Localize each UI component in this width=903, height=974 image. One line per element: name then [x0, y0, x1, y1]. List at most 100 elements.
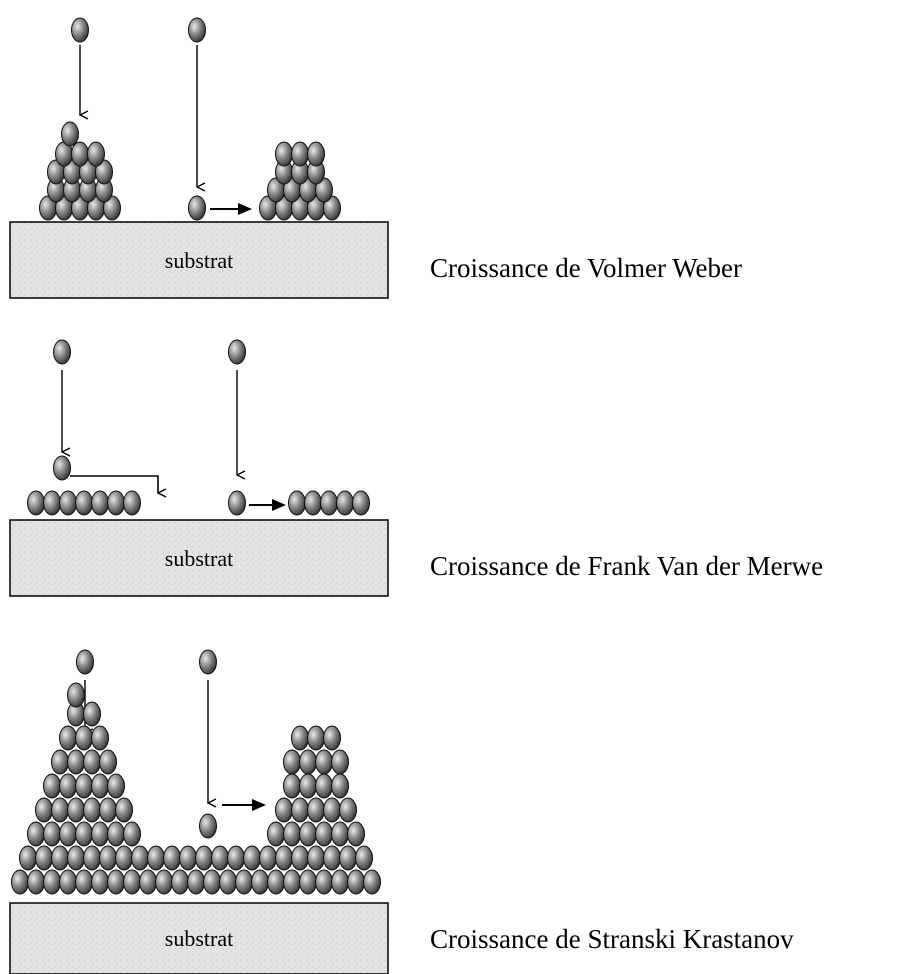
atom-icon	[123, 821, 141, 847]
atom-icon	[251, 869, 269, 895]
atom-icon	[123, 490, 141, 516]
atom-icon	[75, 869, 93, 895]
atom-icon	[315, 177, 333, 203]
substrate-block	[9, 519, 389, 597]
substrate-block	[9, 221, 389, 299]
atom-icon	[331, 821, 349, 847]
diffusion-path	[70, 475, 158, 493]
atom-icon	[19, 845, 37, 871]
atom-icon	[243, 845, 261, 871]
atom-icon	[315, 821, 333, 847]
atom-icon	[103, 195, 121, 221]
atom-icon	[299, 821, 317, 847]
atom-icon	[323, 725, 341, 751]
atom-icon	[283, 773, 301, 799]
atom-icon	[171, 869, 189, 895]
atom-icon	[259, 845, 277, 871]
panel-caption: Croissance de Frank Van der Merwe	[430, 551, 823, 581]
atom-icon	[267, 821, 285, 847]
right-arrow-icon	[249, 499, 286, 511]
atom-icon	[83, 749, 101, 775]
atom-icon	[163, 845, 181, 871]
atom-icon	[211, 845, 229, 871]
atom-icon	[304, 490, 322, 516]
atom-icon	[363, 869, 381, 895]
atom-icon	[99, 845, 117, 871]
atom-icon	[59, 773, 77, 799]
atom-icon	[323, 195, 341, 221]
atom-icon	[227, 845, 245, 871]
incoming-atom-icon	[76, 649, 94, 675]
atom-icon	[323, 845, 341, 871]
incoming-atom-icon	[199, 649, 217, 675]
atom-icon	[59, 490, 77, 516]
atom-icon	[187, 869, 205, 895]
atom-icon	[291, 141, 309, 167]
atom-icon	[71, 141, 89, 167]
atom-icon	[83, 845, 101, 871]
atom-icon	[331, 749, 349, 775]
atom-icon	[323, 797, 341, 823]
atom-icon	[235, 869, 253, 895]
atom-icon	[307, 845, 325, 871]
atom-icon	[352, 490, 370, 516]
atom-icon	[219, 869, 237, 895]
atom-icon	[275, 845, 293, 871]
atom-icon	[67, 682, 85, 708]
atom-icon	[339, 845, 357, 871]
adatom-icon	[53, 455, 71, 481]
atom-icon	[51, 797, 69, 823]
atom-icon	[283, 749, 301, 775]
atom-icon	[203, 869, 221, 895]
atom-icon	[107, 821, 125, 847]
atom-icon	[315, 869, 333, 895]
atom-icon	[107, 869, 125, 895]
panel-caption: Croissance de Stranski Krastanov	[430, 924, 794, 954]
atom-icon	[67, 749, 85, 775]
incoming-atom-icon	[53, 339, 71, 365]
atom-icon	[51, 845, 69, 871]
panel-caption: Croissance de Volmer Weber	[430, 253, 742, 283]
atom-icon	[107, 773, 125, 799]
substrate-block	[9, 902, 389, 974]
atom-icon	[75, 773, 93, 799]
atom-icon	[147, 845, 165, 871]
adatom-icon	[199, 813, 217, 839]
atom-icon	[299, 773, 317, 799]
atom-icon	[87, 141, 105, 167]
atom-icon	[195, 845, 213, 871]
panel-volmer-weber: substrat Croissance de Volmer Weber	[9, 45, 742, 299]
atom-icon	[115, 797, 133, 823]
atom-icon	[75, 490, 93, 516]
atom-icon	[307, 725, 325, 751]
atom-icon	[331, 773, 349, 799]
atom-icon	[91, 725, 109, 751]
atom-icon	[355, 845, 373, 871]
adatom-icon	[188, 195, 206, 221]
atom-icon	[291, 725, 309, 751]
atom-icon	[27, 869, 45, 895]
atom-icon	[67, 845, 85, 871]
atom-icon	[288, 490, 306, 516]
incoming-atom-icon	[71, 17, 89, 43]
atom-icon	[139, 869, 157, 895]
atom-icon	[43, 821, 61, 847]
atom-icon	[107, 490, 125, 516]
atom-icon	[267, 869, 285, 895]
atom-icon	[95, 159, 113, 185]
atom-icon	[131, 845, 149, 871]
atom-icon	[61, 121, 79, 147]
atom-icon	[67, 797, 85, 823]
atom-icon	[59, 869, 77, 895]
atom-icon	[155, 869, 173, 895]
substrate-label: substrat	[165, 546, 233, 571]
atom-icon	[336, 490, 354, 516]
atom-icon	[75, 725, 93, 751]
incoming-atom-icon	[188, 17, 206, 43]
right-arrow-icon	[222, 799, 266, 811]
atom-icon	[320, 490, 338, 516]
atom-icon	[27, 490, 45, 516]
atom-icon	[339, 797, 357, 823]
atom-icon	[115, 845, 133, 871]
